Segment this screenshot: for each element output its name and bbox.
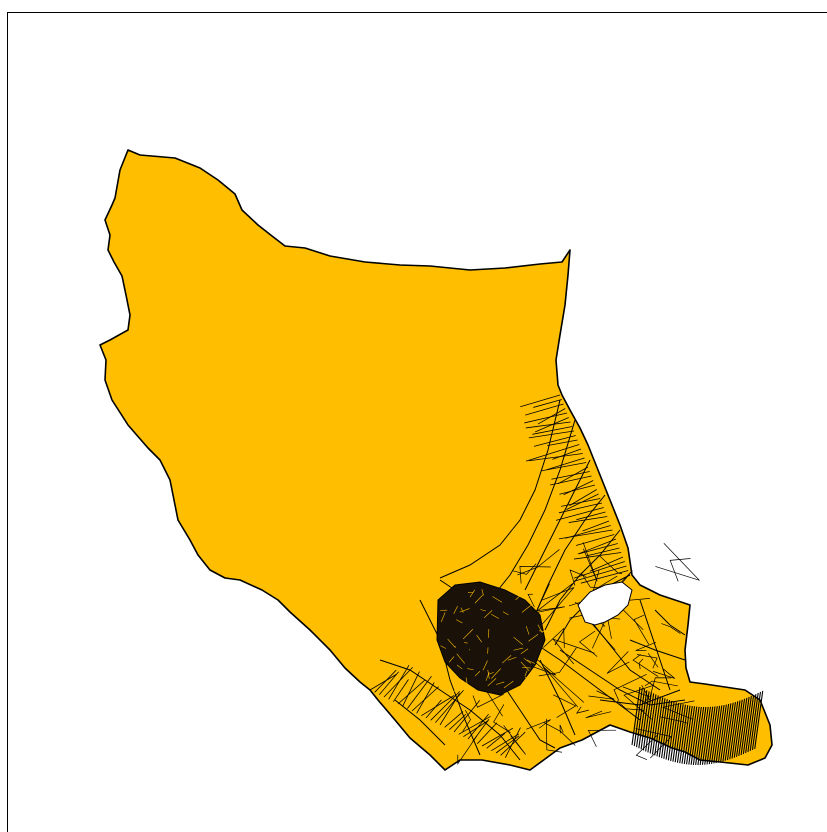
parcel-boundary xyxy=(670,559,690,582)
parcel-boundary xyxy=(655,543,699,580)
